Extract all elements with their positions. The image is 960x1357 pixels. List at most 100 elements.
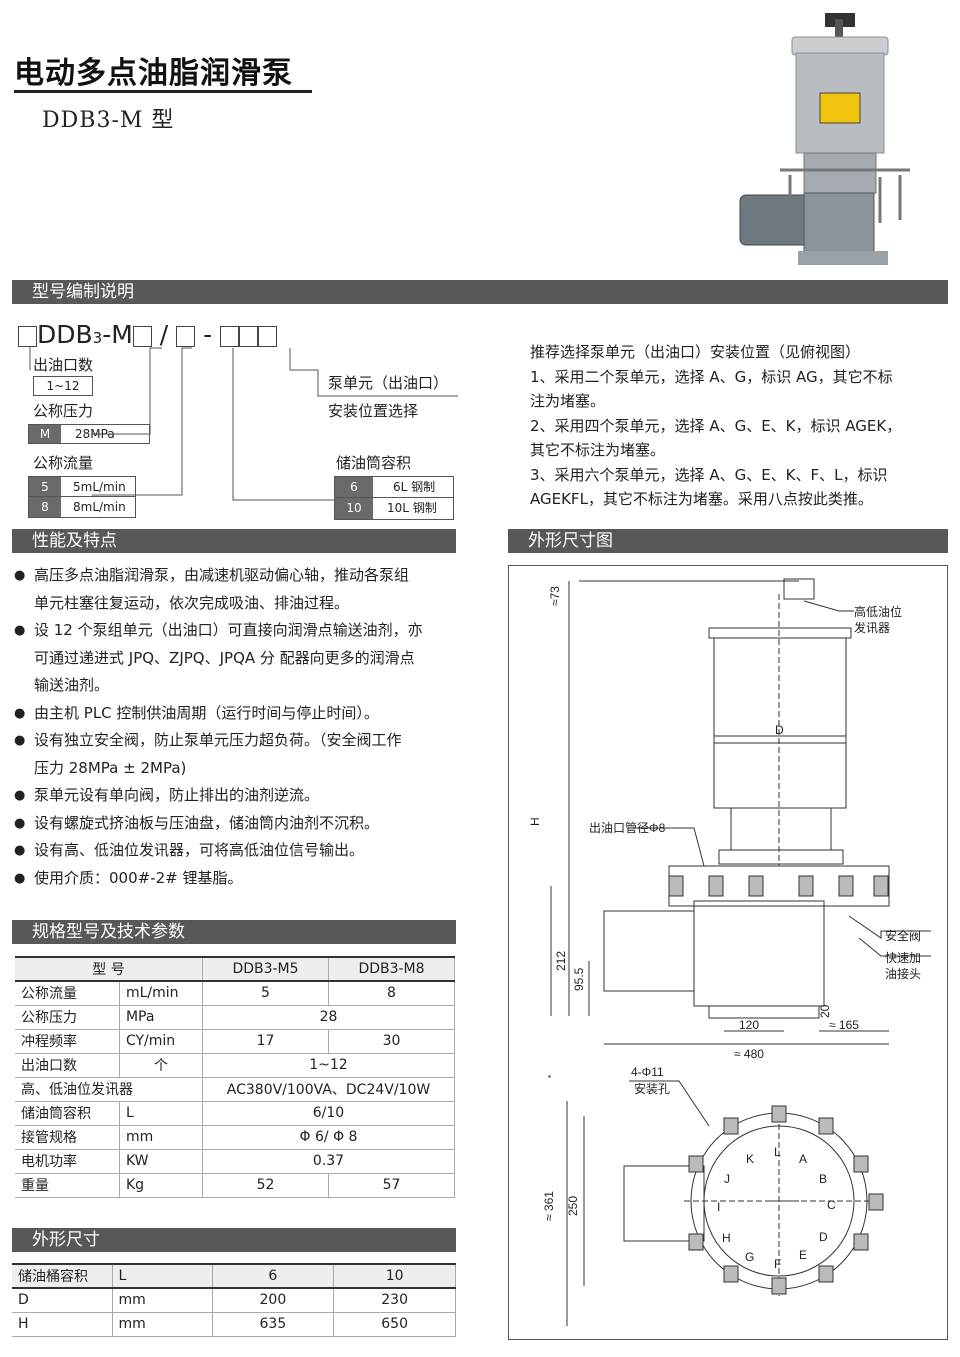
reservoir-code: 6 (335, 477, 373, 497)
model-code: DDB3-M / - (18, 320, 278, 353)
outlet-pipe: 出油口管径Φ8 (589, 820, 666, 835)
code-slash: / (159, 320, 169, 349)
feature-item: 泵单元设有单向阀，防止排出的油剂逆流。 (14, 782, 464, 810)
code-box (258, 325, 278, 347)
dim-480: ≈ 480 (734, 1047, 764, 1061)
code-box (220, 325, 240, 347)
code-prefix: DDB (37, 320, 93, 349)
outlet-C: C (827, 1198, 836, 1212)
outlet-E: E (799, 1248, 807, 1262)
dim-20: 20 (818, 1004, 832, 1018)
flow-value: 5mL/min (73, 480, 126, 494)
outlet-A: A (799, 1152, 807, 1166)
pressure-label: 公称压力 (33, 402, 94, 420)
code-box (18, 325, 37, 347)
flow-code: 8 (29, 497, 61, 517)
spec-header: 型 号 (15, 956, 203, 982)
section-drawing: 外形尺寸图 (508, 529, 948, 553)
outlet-I: I (717, 1200, 720, 1214)
dim-250: 250 (566, 1196, 580, 1216)
flow-value: 8mL/min (73, 500, 126, 514)
dim-361: ≈ 361 (542, 1191, 556, 1221)
outlet-K: K (746, 1152, 754, 1166)
dim-73: ≈73 (548, 586, 562, 606)
dimension-drawing: ≈73 高低油位 发讯器 D H 出油口管径Φ8 安全阀 快速加 油接头 212… (508, 565, 948, 1340)
recommend-line: 注为堵塞。 (530, 392, 606, 410)
page-title: 电动多点油脂润滑泵 (14, 56, 293, 91)
recommend-block: 推荐选择泵单元（出油口）安装位置（见俯视图） 1、采用二个泵单元，选择 A、G，… (530, 340, 940, 512)
section-features: 性能及特点 (12, 529, 456, 553)
recommend-line: 1、采用二个泵单元，选择 A、G，标识 AG，其它不标 (530, 367, 893, 386)
recommend-heading: 推荐选择泵单元（出油口）安装位置（见俯视图） (530, 343, 861, 361)
recommend-line: 其它不标注为堵塞。 (530, 441, 666, 459)
spec-header: DDB3-M5 (202, 956, 329, 982)
feature-item: 高压多点油脂润滑泵，由减速机驱动偏心轴，推动各泵组单元柱塞往复运动，依次完成吸油… (14, 562, 464, 617)
reservoir-value: 6L 钢制 (393, 480, 436, 494)
reservoir-row: 6 6L 钢制 (335, 477, 453, 498)
feature-item: 设有螺旋式挤油板与压油盘，储油筒内油剂不沉积。 (14, 810, 464, 838)
coding-leader-lines (29, 346, 458, 501)
outlet-L: L (774, 1145, 781, 1159)
quick-fill-2: 油接头 (885, 966, 921, 981)
reservoir-row: 10 10L 钢制 (335, 498, 453, 519)
outlets-label: 出油口数 (33, 356, 94, 374)
flow-code: 5 (29, 477, 61, 496)
recommend-line: 3、采用六个泵单元，选择 A、G、E、K、F、L，标识 (530, 465, 888, 484)
dim-95: 95.5 (572, 967, 586, 991)
outlets-value: 1~12 (33, 376, 93, 396)
label-level-2: 发讯器 (854, 620, 890, 635)
feature-item: 设有高、低油位发讯器，可将高低油位信号输出。 (14, 837, 464, 865)
feature-item: 使用介质：000#-2# 锂基脂。 (14, 865, 464, 893)
section-model-coding: 型号编制说明 (12, 280, 948, 304)
feature-item: 由主机 PLC 控制供油周期（运行时间与停止时间）。 (14, 700, 464, 728)
unit-label: 泵单元（出油口） (328, 374, 449, 392)
flow-row: 8 8mL/min (29, 497, 135, 517)
outlet-G: G (745, 1250, 754, 1264)
code-dash: - (203, 320, 213, 349)
code-m: -M (102, 320, 133, 349)
mount-holes-1: 4-Φ11 (631, 1065, 664, 1079)
position-label: 安装位置选择 (328, 402, 419, 420)
outlet-D: D (819, 1230, 828, 1244)
reservoir-value: 10L 钢制 (387, 501, 437, 515)
reservoir-table: 6 6L 钢制 10 10L 钢制 (334, 476, 454, 520)
section-outline: 外形尺寸 (12, 1228, 456, 1252)
section-spec: 规格型号及技术参数 (12, 920, 456, 944)
pressure-row: M 28MPa (28, 424, 150, 444)
pressure-value: 28MPa (75, 427, 115, 441)
outlet-B: B (819, 1172, 827, 1186)
model-subtitle: DDB3-M 型 (42, 108, 175, 133)
recommend-line: AGEKFL，其它不标注为堵塞。采用八点按此类推。 (530, 490, 873, 508)
title-underline (14, 90, 312, 93)
recommend-line: 2、采用四个泵单元，选择 A、G、E、K，标识 AGEK， (530, 416, 902, 435)
label-level-1: 高低油位 (854, 604, 902, 619)
dim-H: H (528, 817, 542, 826)
flow-label: 公称流量 (33, 454, 94, 472)
flow-table: 5 5mL/min 8 8mL/min (28, 476, 136, 518)
flow-row: 5 5mL/min (29, 477, 135, 497)
dim-212: 212 (554, 951, 568, 971)
outlet-H: H (722, 1231, 731, 1245)
outline-header-row: 储油桶容积 L 6 10 (12, 1263, 456, 1289)
reservoir-code: 10 (335, 498, 373, 519)
code-box (239, 325, 259, 347)
mount-holes-2: 安装孔 (634, 1081, 670, 1096)
pressure-code: M (29, 425, 61, 443)
features-list: 高压多点油脂润滑泵，由减速机驱动偏心轴，推动各泵组单元柱塞往复运动，依次完成吸油… (14, 562, 464, 892)
outlet-F: F (774, 1257, 781, 1271)
dim-120: 120 (739, 1018, 759, 1032)
safety-valve: 安全阀 (885, 928, 921, 943)
